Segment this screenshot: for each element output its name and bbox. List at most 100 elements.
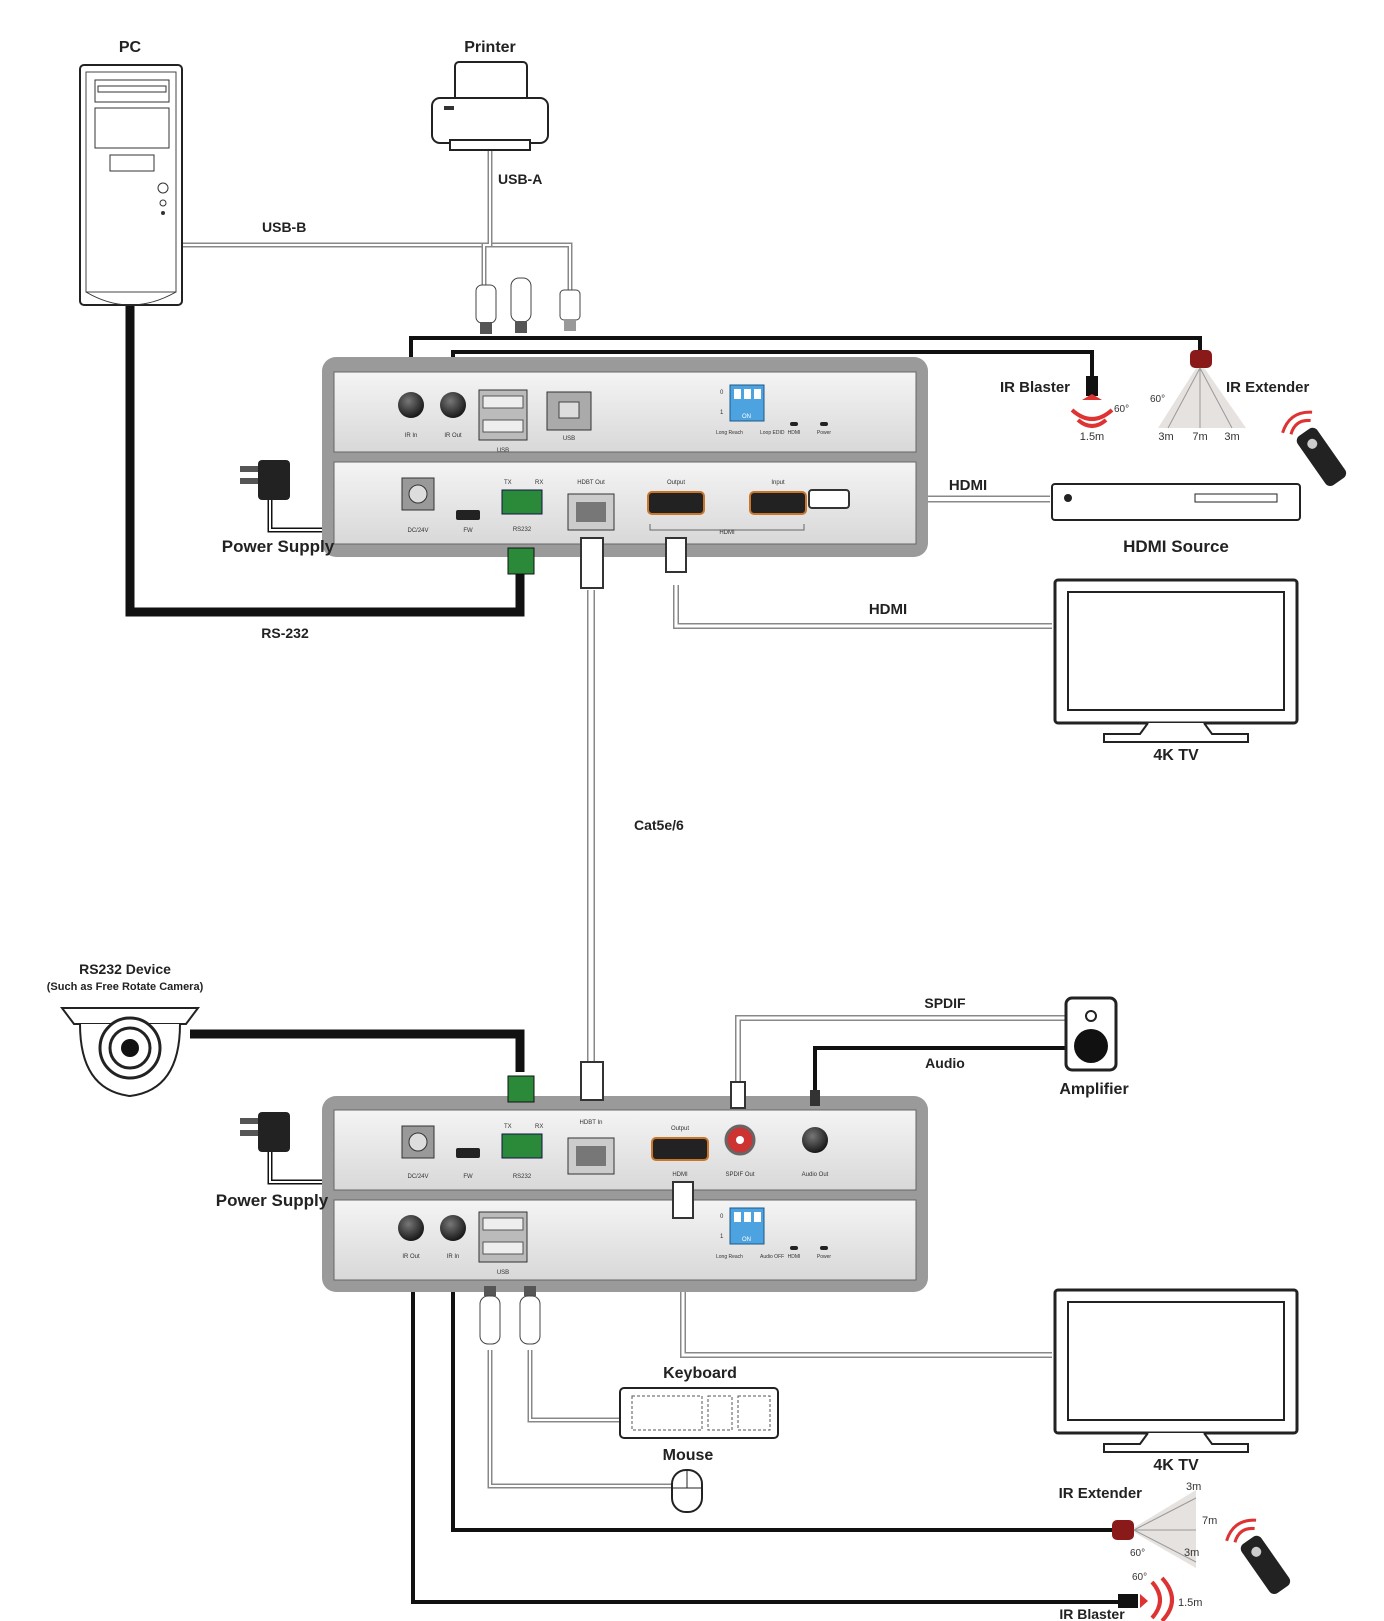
rx-unit: DC/24V FW TX RX RS232 HDBT In Output HDM… bbox=[322, 1096, 928, 1292]
amplifier-label: Amplifier bbox=[1059, 1081, 1128, 1098]
rx-rs232-terminal bbox=[501, 1133, 543, 1159]
rs232-camera bbox=[60, 1007, 200, 1098]
rx-usb-label: USB bbox=[497, 1270, 509, 1276]
ir-blaster-top-dist: 1.5m bbox=[1080, 431, 1104, 443]
spdif-cable bbox=[735, 1015, 1066, 1092]
tx-hdmi-led: HDMI bbox=[788, 430, 801, 436]
rx-long-reach: Long Reach bbox=[716, 1254, 743, 1260]
remote-control-bottom-icon bbox=[1225, 1518, 1291, 1595]
tx-hdmi-input-port bbox=[749, 491, 807, 515]
ir-extender-top-d2: 7m bbox=[1192, 431, 1207, 443]
rs232-device-label: RS232 Device bbox=[79, 961, 171, 977]
tx-dc-label: DC/24V bbox=[407, 528, 428, 534]
tv-top bbox=[1053, 578, 1299, 743]
keyboard bbox=[619, 1387, 779, 1439]
rx-audio-off: Audio OFF bbox=[760, 1254, 784, 1260]
rx-ir-out-jack bbox=[398, 1215, 424, 1241]
audio-label: Audio bbox=[925, 1055, 965, 1071]
tx-power-led: Power bbox=[817, 430, 832, 436]
printer: Printer bbox=[431, 39, 549, 151]
tx-dip-on: ON bbox=[742, 414, 751, 420]
printer-label: Printer bbox=[464, 39, 516, 56]
ir-blaster-bottom-angle: 60° bbox=[1132, 1572, 1147, 1583]
rx-dip-1: 1 bbox=[720, 1234, 724, 1240]
power-supply-bottom bbox=[240, 1112, 290, 1152]
tv-top-label: 4K TV bbox=[1153, 747, 1199, 764]
keyboard-label: Keyboard bbox=[663, 1365, 737, 1382]
tx-usb-b-label: USB bbox=[563, 436, 575, 442]
tx-ir-out-jack bbox=[440, 392, 466, 418]
rx-rx-label: RX bbox=[535, 1124, 543, 1130]
rx-audio-out-jack bbox=[802, 1127, 828, 1153]
hdmi-plug-output-bottom bbox=[672, 1181, 694, 1219]
usb-b-label: USB-B bbox=[262, 219, 306, 235]
rx-output-label: Output bbox=[671, 1126, 689, 1132]
hdmi-plug-output-top bbox=[665, 537, 687, 573]
usb-keyboard-cable bbox=[527, 1350, 620, 1423]
hdmi-output-cable-top bbox=[673, 585, 1052, 629]
tx-hdmi-output-port bbox=[647, 491, 705, 515]
rj45-plug-top bbox=[580, 537, 604, 589]
mouse-label: Mouse bbox=[663, 1447, 714, 1464]
ir-extender-top-d1: 3m bbox=[1158, 431, 1173, 443]
tv-bottom bbox=[1053, 1288, 1299, 1453]
rx-audio-out-label: Audio Out bbox=[802, 1172, 829, 1178]
tx-dip-1: 1 bbox=[720, 410, 724, 416]
rx-dc-label: DC/24V bbox=[407, 1174, 428, 1180]
tx-rx-label: RX bbox=[535, 480, 543, 486]
rx-power-led: Power bbox=[817, 1254, 832, 1260]
rs232-device-note: (Such as Free Rotate Camera) bbox=[47, 981, 204, 993]
ir-blaster-bottom bbox=[1118, 1576, 1174, 1621]
tx-fw-port bbox=[456, 510, 480, 520]
audio-plug bbox=[810, 1090, 820, 1106]
rs232-cable-bottom bbox=[190, 1029, 525, 1072]
ir-blaster-top-angle: 60° bbox=[1114, 404, 1129, 415]
rs232-cable-top bbox=[125, 300, 525, 617]
tx-input-label: Input bbox=[771, 480, 785, 486]
rx-hdmi-label: HDMI bbox=[672, 1172, 688, 1178]
power-supply-top-label: Power Supply bbox=[222, 537, 335, 556]
audio-cable bbox=[813, 1046, 1066, 1098]
rx-hdmi-led: HDMI bbox=[788, 1254, 801, 1260]
tx-ir-in-label: IR In bbox=[405, 433, 418, 439]
spdif-label: SPDIF bbox=[924, 995, 966, 1011]
hdmi-out-label: HDMI bbox=[869, 601, 907, 618]
rx-dip-on: ON bbox=[742, 1237, 751, 1243]
tx-usb-a-label: USB bbox=[497, 448, 509, 454]
tx-hdbt-out-label: HDBT Out bbox=[577, 480, 605, 486]
tx-loop-edid: Loop EDID bbox=[760, 430, 785, 436]
hdmi-source bbox=[1051, 483, 1301, 521]
hdmi-source-label: HDMI Source bbox=[1123, 537, 1229, 556]
ir-extender-top-label: IR Extender bbox=[1226, 379, 1310, 396]
rx-tx-label: TX bbox=[504, 1124, 512, 1130]
rx-ir-out-label: IR Out bbox=[402, 1254, 420, 1260]
mouse bbox=[671, 1469, 703, 1513]
pc: PC bbox=[79, 39, 183, 306]
hdmi-in-label: HDMI bbox=[949, 477, 987, 494]
remote-control-top-icon bbox=[1281, 410, 1347, 487]
ir-extender-bottom-d1: 3m bbox=[1186, 1481, 1201, 1493]
usb-a-label: USB-A bbox=[498, 171, 542, 187]
rs232-plug-top bbox=[507, 547, 535, 575]
rx-fw-port bbox=[456, 1148, 480, 1158]
ir-extender-bottom-d3: 3m bbox=[1184, 1547, 1199, 1559]
ir-extender-bottom bbox=[1112, 1490, 1197, 1568]
rx-rs232-label: RS232 bbox=[513, 1174, 532, 1180]
tx-tx-label: TX bbox=[504, 480, 512, 486]
ir-bottom-cable-blaster bbox=[411, 1260, 1124, 1604]
tx-rs232-terminal bbox=[501, 489, 543, 515]
tv-bottom-label: 4K TV bbox=[1153, 1457, 1199, 1474]
ir-extender-top bbox=[1158, 350, 1246, 429]
pc-label: PC bbox=[119, 39, 142, 56]
rx-spdif-label: SPDIF Out bbox=[725, 1172, 754, 1178]
rx-dip-0: 0 bbox=[720, 1214, 724, 1220]
tx-ir-out-label: IR Out bbox=[444, 433, 462, 439]
tx-dip-0: 0 bbox=[720, 390, 724, 396]
rx-ir-in-jack bbox=[440, 1215, 466, 1241]
cat-label: Cat5e/6 bbox=[634, 817, 684, 833]
tx-unit: IR In IR Out USB USB ON 0 1 Long Reach L… bbox=[322, 357, 928, 557]
tx-hdmi-group-label: HDMI bbox=[719, 530, 735, 536]
amplifier bbox=[1064, 996, 1118, 1072]
rx-fw-label: FW bbox=[463, 1174, 473, 1180]
